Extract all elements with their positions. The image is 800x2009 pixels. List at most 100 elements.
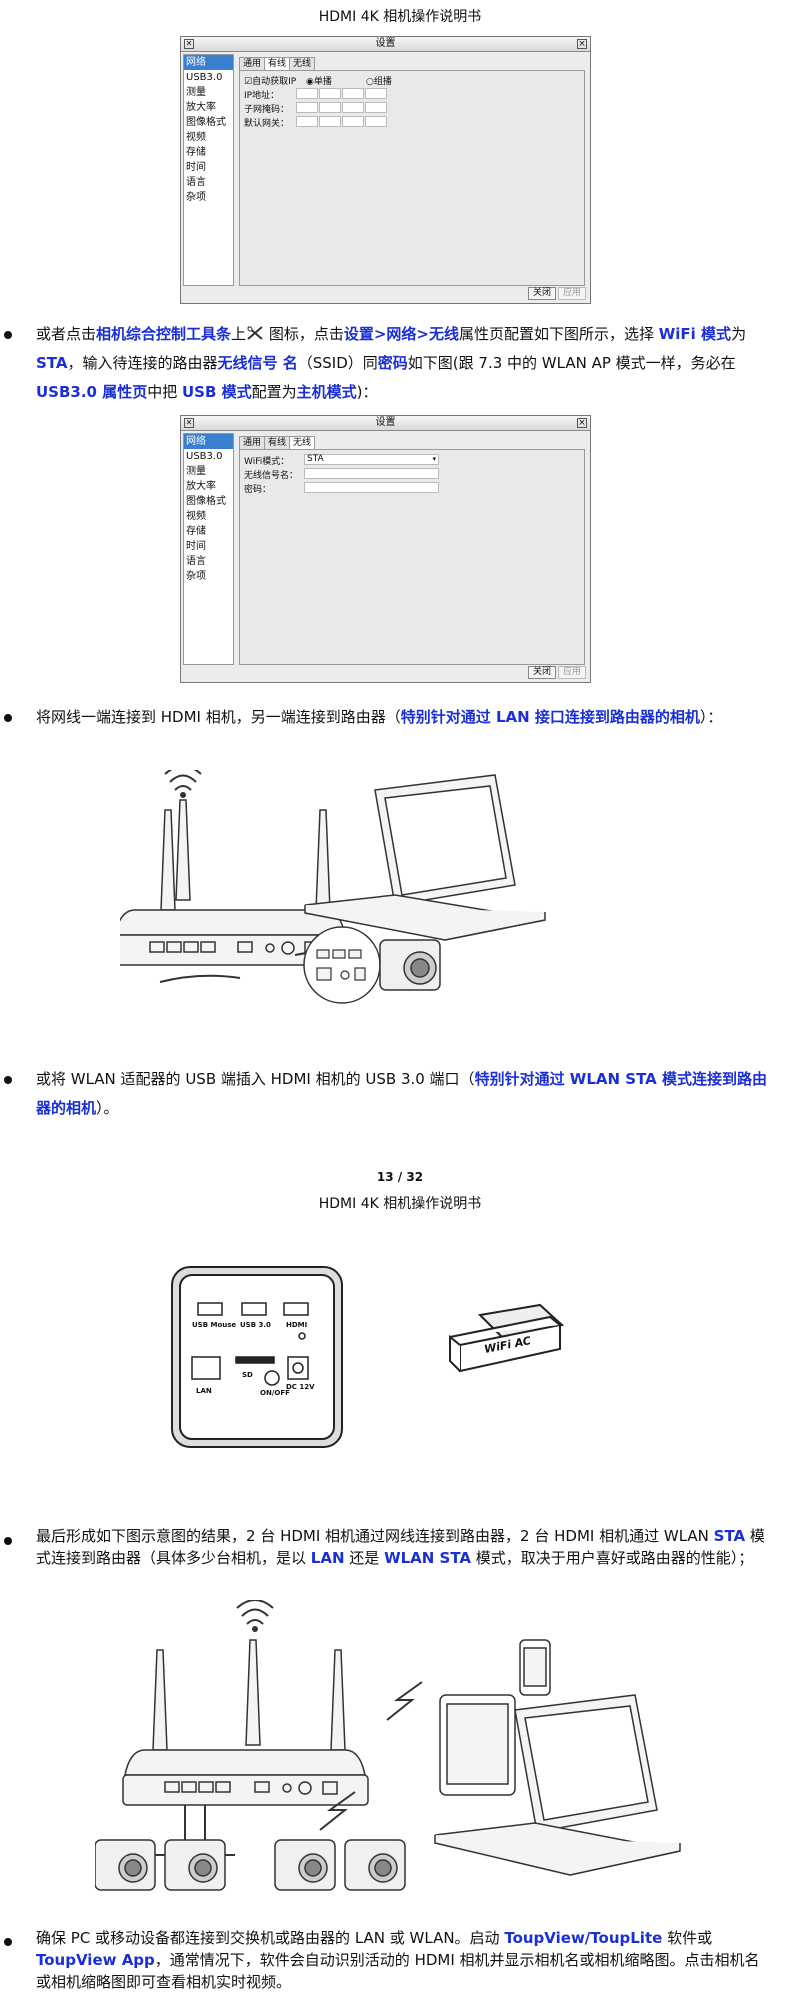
phone-icon <box>519 1639 551 1696</box>
unicast-radio[interactable]: ◉单播 <box>306 77 332 87</box>
sidebar-item-magnification[interactable]: 放大率 <box>186 102 216 113</box>
tab-wired[interactable]: 有线 <box>264 436 291 449</box>
ip-label: IP地址： <box>244 91 280 101</box>
tools-icon: ✕ <box>184 418 194 428</box>
usb-port <box>197 1302 223 1316</box>
dialog-titlebar: ✕ 设置 × <box>181 416 590 431</box>
text-bold: 无线信号 名 <box>217 354 298 372</box>
lan-connection-illustration <box>120 770 546 1004</box>
text: 将网线一端连接到 HDMI 相机，另一端连接到路由器（ <box>36 708 401 726</box>
ssid-input[interactable] <box>304 468 439 479</box>
laptop-icon <box>304 774 546 941</box>
sidebar-item-storage[interactable]: 存储 <box>186 526 206 537</box>
sidebar-item-video[interactable]: 视频 <box>186 511 206 522</box>
bullet <box>4 1537 12 1545</box>
ip-octet-1[interactable] <box>296 88 318 99</box>
tab-general[interactable]: 通用 <box>239 57 266 70</box>
sidebar-item-usb3[interactable]: USB3.0 <box>186 451 223 462</box>
wifi-mode-select[interactable]: STA ▾ <box>304 454 439 465</box>
close-icon[interactable]: × <box>577 39 587 49</box>
wifi-dongle-icon <box>449 1303 565 1373</box>
sidebar-item-storage[interactable]: 存储 <box>186 147 206 158</box>
bullet <box>4 714 12 722</box>
tools-icon <box>247 326 263 340</box>
lan-port <box>191 1356 221 1380</box>
text: 中把 <box>147 383 182 401</box>
text: 如下图(跟 7.3 中的 WLAN AP 模式一样，务必在 <box>407 354 736 372</box>
password-input[interactable] <box>304 482 439 493</box>
tools-icon: ✕ <box>184 39 194 49</box>
multicast-radio[interactable]: ○组播 <box>366 77 392 87</box>
camera-icon <box>274 1839 336 1891</box>
sidebar-item-language[interactable]: 语言 <box>186 177 206 188</box>
sidebar-item-measure[interactable]: 测量 <box>186 87 206 98</box>
sidebar-item-misc[interactable]: 杂项 <box>186 192 206 203</box>
gw-octet-3[interactable] <box>342 116 364 127</box>
text-bold: 设置>网络>无线 <box>343 325 459 343</box>
text-bold: STA <box>713 1527 746 1545</box>
sidebar-item-network[interactable]: 网络 <box>184 434 233 449</box>
tab-general[interactable]: 通用 <box>239 436 266 449</box>
gw-octet-2[interactable] <box>319 116 341 127</box>
sidebar-item-measure[interactable]: 测量 <box>186 466 206 477</box>
tab-wireless[interactable]: 无线 <box>289 57 316 70</box>
usb-port <box>241 1302 267 1316</box>
mask-octet-3[interactable] <box>342 102 364 113</box>
sidebar-item-language[interactable]: 语言 <box>186 556 206 567</box>
text-bold: 主机模式 <box>296 383 357 401</box>
sidebar-item-network[interactable]: 网络 <box>184 55 233 70</box>
sidebar-item-usb3[interactable]: USB3.0 <box>186 72 223 83</box>
gw-octet-1[interactable] <box>296 116 318 127</box>
sidebar-item-misc[interactable]: 杂项 <box>186 571 206 582</box>
tab-wired[interactable]: 有线 <box>264 57 291 70</box>
text: 确保 PC 或移动设备都连接到交换机或路由器的 LAN 或 WLAN。启动 <box>36 1929 505 1947</box>
text: ）。 <box>96 1099 119 1117</box>
wireless-signal-icon <box>319 1791 356 1831</box>
ip-octet-4[interactable] <box>365 88 387 99</box>
close-button[interactable]: 关闭 <box>528 287 556 300</box>
dialog-title: 设置 <box>375 38 396 49</box>
sidebar-item-time[interactable]: 时间 <box>186 541 206 552</box>
close-button[interactable]: 关闭 <box>528 666 556 679</box>
bullet <box>4 1938 12 1946</box>
text: 最后形成如下图示意图的结果，2 台 HDMI 相机通过网线连接到路由器，2 台 … <box>36 1527 714 1545</box>
text-bold: USB3.0 属性页 <box>36 383 148 401</box>
wifi-icon <box>164 770 202 791</box>
settings-sidebar: 网络 USB3.0 测量 放大率 图像格式 视频 存储 时间 语言 杂项 <box>183 433 234 665</box>
camera-icon <box>379 939 441 991</box>
text: 为 <box>731 325 747 343</box>
text: 还是 <box>344 1549 385 1567</box>
text-bold: 相机综合控制工具条 <box>96 325 232 343</box>
sidebar-item-time[interactable]: 时间 <box>186 162 206 173</box>
sidebar-item-video[interactable]: 视频 <box>186 132 206 143</box>
text: ，通常情况下，软件会自动识别活动的 HDMI 相机并显示相机名或相机缩略图。点击… <box>36 1951 760 1991</box>
ip-octet-2[interactable] <box>319 88 341 99</box>
text-bold: LAN <box>310 1549 345 1567</box>
sidebar-item-image-format[interactable]: 图像格式 <box>186 496 226 507</box>
ip-octet-3[interactable] <box>342 88 364 99</box>
camera-ports-zoom <box>303 926 381 1004</box>
bullet <box>4 1076 12 1084</box>
camera-icon <box>95 1839 156 1891</box>
text-bold: 特别针对通过 WLAN STA 模式连接到路由器的相机 <box>36 1070 767 1117</box>
mask-octet-1[interactable] <box>296 102 318 113</box>
usb3-label: USB 3.0 <box>240 1321 271 1329</box>
tab-wireless[interactable]: 无线 <box>289 436 316 449</box>
text-bold: 密码 <box>377 354 408 372</box>
text-bold: WLAN STA <box>384 1549 472 1567</box>
auto-ip-checkbox[interactable]: ☑自动获取IP <box>244 77 297 87</box>
mask-octet-4[interactable] <box>365 102 387 113</box>
sidebar-item-image-format[interactable]: 图像格式 <box>186 117 226 128</box>
chevron-down-icon: ▾ <box>432 455 436 463</box>
close-icon[interactable]: × <box>577 418 587 428</box>
apply-button[interactable]: 应用 <box>558 666 586 679</box>
mask-octet-2[interactable] <box>319 102 341 113</box>
instruction-summary: 最后形成如下图示意图的结果，2 台 HDMI 相机通过网线连接到路由器，2 台 … <box>36 1525 770 1569</box>
wifi-mode-label: WiFi模式： <box>244 457 290 467</box>
apply-button[interactable]: 应用 <box>558 287 586 300</box>
sidebar-item-magnification[interactable]: 放大率 <box>186 481 216 492</box>
gw-octet-4[interactable] <box>365 116 387 127</box>
usb-mouse-label: USB Mouse <box>192 1321 236 1329</box>
wifi-mode-value: STA <box>307 454 324 464</box>
text: 配置为 <box>251 383 297 401</box>
